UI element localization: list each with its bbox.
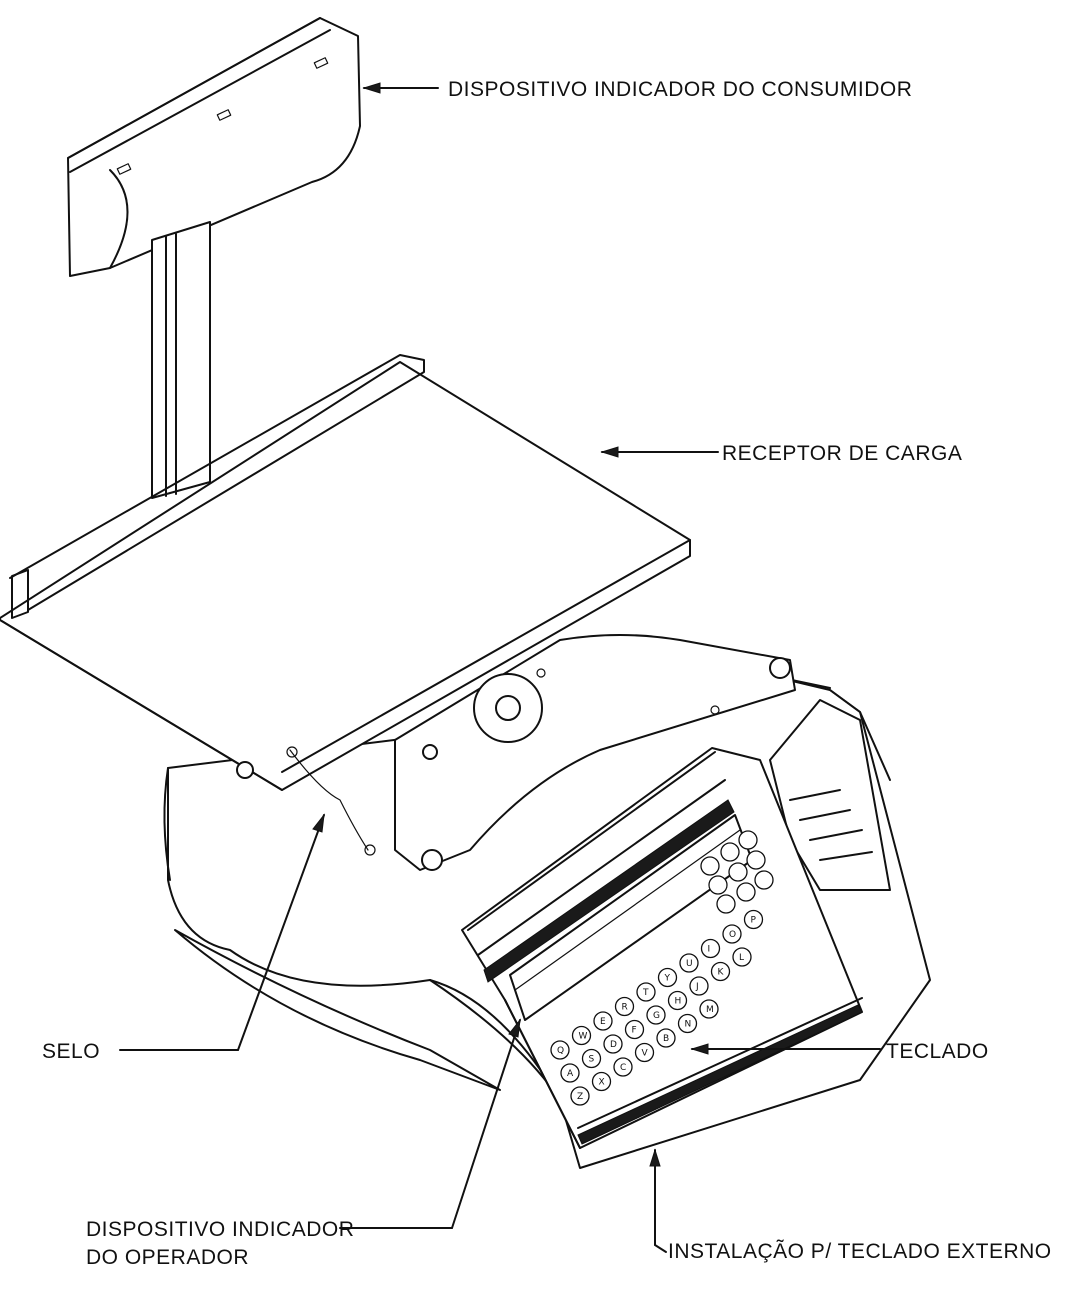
key-e — [593, 1011, 613, 1031]
key-i — [700, 938, 721, 959]
key-label-v: V — [642, 1049, 649, 1059]
key-label-i: I — [708, 945, 711, 955]
key-a — [560, 1063, 580, 1083]
key-label-g: G — [653, 1011, 660, 1021]
key-label-b: B — [663, 1034, 669, 1044]
label-seal: SELO — [42, 1040, 100, 1063]
key-b — [656, 1028, 676, 1048]
label-operator-display-line1: DISPOSITIVO INDICADOR — [86, 1218, 354, 1241]
key-z — [570, 1086, 590, 1106]
key-d — [603, 1034, 623, 1054]
key-label-y: Y — [664, 974, 671, 984]
key-r — [614, 996, 635, 1017]
display-pole — [151, 221, 211, 499]
key-y — [657, 967, 678, 988]
key-j — [689, 976, 709, 996]
key-label-h: H — [675, 997, 682, 1007]
key-n — [677, 1013, 698, 1034]
key-label-x: X — [599, 1078, 605, 1088]
label-keyboard: TECLADO — [886, 1040, 989, 1063]
key-label-z: Z — [577, 1092, 583, 1102]
key-q — [550, 1040, 570, 1060]
key-o — [722, 924, 742, 944]
key-label-r: R — [622, 1003, 628, 1013]
label-operator-display-line2: DO OPERADOR — [86, 1246, 249, 1269]
customer-display — [67, 17, 361, 277]
key-label-j: J — [695, 982, 699, 992]
key-label-c: C — [620, 1063, 626, 1073]
key-k — [710, 961, 731, 982]
key-f — [624, 1019, 645, 1040]
key-g — [646, 1005, 666, 1025]
label-customer-display: DISPOSITIVO INDICADOR DO CONSUMIDOR — [448, 78, 912, 101]
key-v — [634, 1042, 655, 1063]
leader-lines — [119, 82, 881, 1253]
key-t — [636, 982, 656, 1002]
key-label-w: W — [579, 1032, 588, 1042]
key-label-m: M — [706, 1005, 714, 1015]
key-label-s: S — [589, 1055, 595, 1065]
key-label-t: T — [642, 988, 649, 998]
key-w — [571, 1025, 592, 1046]
key-l — [732, 947, 752, 967]
key-s — [581, 1048, 602, 1069]
key-label-e: E — [600, 1017, 606, 1027]
key-label-q: Q — [557, 1046, 564, 1056]
load-receiver-platter — [0, 354, 691, 791]
key-label-p: P — [751, 916, 757, 926]
key-label-d: D — [610, 1040, 617, 1050]
key-label-f: F — [632, 1026, 637, 1036]
key-p — [743, 909, 764, 930]
key-label-o: O — [729, 930, 736, 940]
key-h — [667, 990, 688, 1011]
key-label-u: U — [686, 959, 693, 969]
key-c — [613, 1057, 633, 1077]
key-u — [679, 953, 699, 973]
key-label-n: N — [685, 1020, 692, 1030]
seal-wire — [286, 746, 376, 856]
alpha-keyboard: Q W E R T Y U I O P A S D F G H J K L Z X C V B N M — [550, 909, 764, 1106]
function-keypad — [700, 830, 774, 914]
key-m — [699, 999, 719, 1019]
key-label-l: L — [739, 953, 744, 963]
key-label-k: K — [718, 968, 725, 978]
load-support-frame — [394, 634, 796, 871]
label-external-keyboard: INSTALAÇÃO P/ TECLADO EXTERNO — [668, 1239, 1052, 1263]
label-load-receiver: RECEPTOR DE CARGA — [722, 442, 962, 465]
printer-slot — [769, 699, 891, 891]
key-x — [591, 1071, 612, 1092]
key-label-a: A — [567, 1069, 574, 1079]
